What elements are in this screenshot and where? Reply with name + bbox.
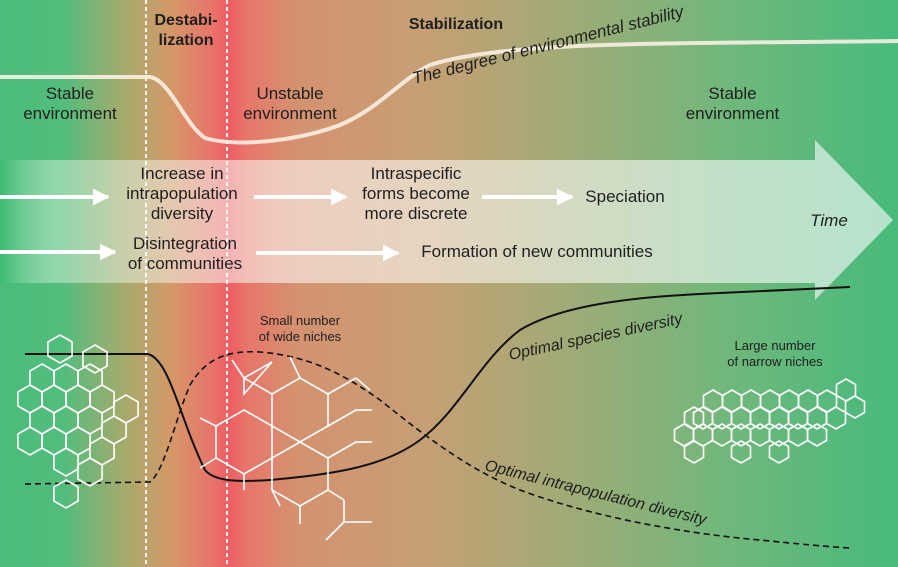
phase-destabilization: Destabi- lization [154,12,218,49]
phase-stabilization: Stabilization [408,16,504,33]
time-label: Time [810,211,848,230]
step-speciation: Speciation [585,187,665,206]
time-arrow [0,140,893,300]
niche-label-narrow: Large number of narrow niches [727,338,823,369]
environment-stable-right: Stable environment [685,84,780,123]
step-forms-more-discrete: Intraspecific forms become more discrete [362,164,470,223]
environment-stable-left: Stable environment [23,84,117,123]
niche-label-wide: Small number of wide niches [258,313,342,344]
intrapopulation-diversity-curve [24,350,851,549]
honeycomb-wide-niches [199,356,372,541]
step-disintegration-of-communities: Disintegration of communities [127,234,243,273]
environment-unstable: Unstable environment [243,84,337,123]
stability-curve [0,39,898,145]
species-diversity-curve [25,286,851,482]
step-formation-of-new-communities: Formation of new communities [421,242,653,261]
step-increase-intrapopulation-diversity: Increase in intrapopulation diversity [126,164,238,223]
